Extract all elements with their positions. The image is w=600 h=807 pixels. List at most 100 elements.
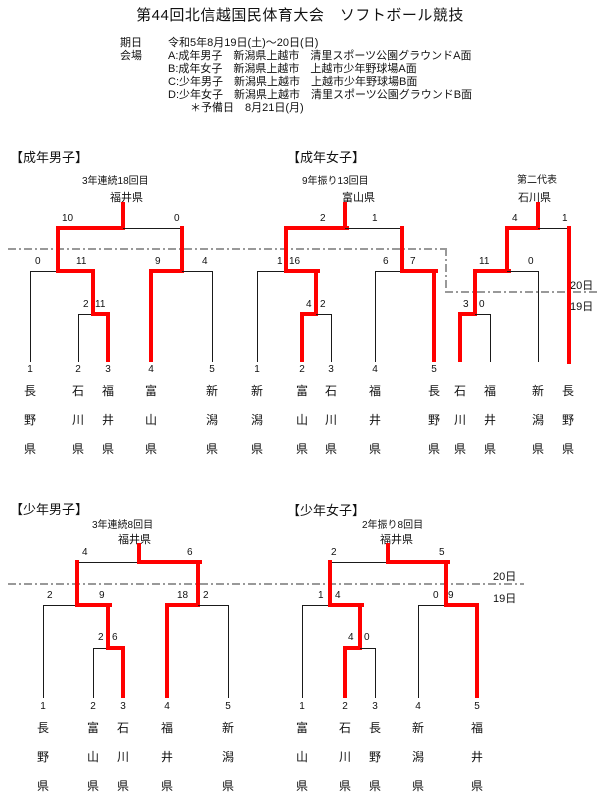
team-seed: 5 bbox=[431, 364, 437, 375]
team-name: 石川県 bbox=[116, 721, 129, 793]
winner-line bbox=[165, 603, 169, 698]
team-seed: 3 bbox=[105, 364, 111, 375]
winner-line bbox=[106, 312, 110, 362]
team-seed: 1 bbox=[254, 364, 260, 375]
champion-note: 3年連続8回目 bbox=[92, 520, 154, 531]
team-label: 長野県 bbox=[560, 377, 576, 464]
page-title: 第44回北信越国民体育大会 ソフトボール競技 bbox=[136, 7, 464, 24]
connector-line bbox=[198, 605, 228, 606]
winner-line bbox=[314, 269, 318, 316]
winner-line bbox=[343, 202, 347, 230]
winner-line bbox=[444, 603, 479, 607]
winner-line bbox=[137, 543, 141, 564]
match-score: 4 bbox=[335, 590, 341, 601]
team-seed: 1 bbox=[40, 701, 46, 712]
team-name: 福井県 bbox=[368, 384, 381, 456]
team-seed: 4 bbox=[164, 701, 170, 712]
day-separator-line bbox=[8, 248, 446, 250]
winner-line bbox=[149, 269, 153, 362]
bracket-title: 【成年男子】 bbox=[10, 150, 89, 165]
team-label: 1 新潟県 bbox=[249, 363, 265, 464]
team-column-line bbox=[30, 271, 31, 362]
team-seed: 3 bbox=[328, 364, 334, 375]
venue-line: D:少年女子 新潟県上越市 清里スポーツ公園グラウンドB面 bbox=[168, 89, 473, 101]
winner-line bbox=[300, 312, 304, 362]
match-score: 11 bbox=[76, 256, 87, 267]
winner-line bbox=[432, 269, 436, 362]
team-name: 新潟県 bbox=[250, 384, 263, 456]
team-column-line bbox=[331, 314, 332, 362]
match-score: 0 bbox=[364, 632, 370, 643]
team-seed: 4 bbox=[415, 701, 421, 712]
connector-line bbox=[375, 271, 402, 272]
match-score: 0 bbox=[174, 213, 180, 224]
team-seed: 2 bbox=[90, 701, 96, 712]
bracket-title: 【少年男子】 bbox=[10, 502, 89, 517]
connector-line bbox=[257, 271, 286, 272]
match-score: 1 bbox=[372, 213, 378, 224]
match-score: 2 bbox=[320, 299, 326, 310]
team-label: 4 新潟県 bbox=[410, 700, 426, 801]
team-label: 5 長野県 bbox=[426, 363, 442, 464]
connector-line bbox=[507, 271, 538, 272]
winner-line bbox=[328, 560, 332, 607]
match-score: 4 bbox=[512, 213, 518, 224]
team-name: 長野県 bbox=[36, 721, 49, 793]
team-name: 新潟県 bbox=[221, 721, 234, 793]
connector-line bbox=[330, 562, 388, 563]
team-name: 福井県 bbox=[483, 384, 496, 456]
match-score: 1 bbox=[562, 213, 568, 224]
venue-line: B:成年女子 新潟県上越市 上越市少年野球場A面 bbox=[168, 63, 417, 75]
winner-line bbox=[458, 312, 477, 316]
team-column-line bbox=[228, 605, 229, 698]
team-label: 1 長野県 bbox=[35, 700, 51, 801]
team-name: 富山県 bbox=[144, 384, 157, 456]
team-name: 富山県 bbox=[86, 721, 99, 793]
match-score: 10 bbox=[62, 213, 74, 224]
winner-line bbox=[75, 603, 112, 607]
connector-line bbox=[360, 648, 375, 649]
winner-line bbox=[284, 226, 349, 230]
team-seed: 3 bbox=[120, 701, 126, 712]
team-column-line bbox=[78, 314, 79, 362]
connector-line bbox=[302, 605, 330, 606]
winner-line bbox=[56, 226, 125, 230]
team-name: 新潟県 bbox=[411, 721, 424, 793]
team-name: 石川県 bbox=[338, 721, 351, 793]
team-name: 長野県 bbox=[427, 384, 440, 456]
team-column-line bbox=[212, 271, 213, 362]
match-score: 6 bbox=[383, 256, 389, 267]
champion-note: 3年連続18回目 bbox=[82, 176, 149, 187]
bracket-title: 【少年女子】 bbox=[287, 503, 366, 518]
winner-line bbox=[343, 646, 347, 698]
day-label-19: 19日 bbox=[493, 593, 517, 605]
team-column-line bbox=[375, 271, 376, 362]
connector-line bbox=[316, 314, 331, 315]
match-score: 4 bbox=[202, 256, 208, 267]
team-column-line bbox=[538, 271, 539, 362]
team-column-line bbox=[43, 605, 44, 698]
connector-line bbox=[418, 605, 446, 606]
winner-line bbox=[386, 560, 450, 564]
match-score: 9 bbox=[448, 590, 454, 601]
winner-line bbox=[400, 269, 438, 273]
venue-line: A:成年男子 新潟県上越市 清里スポーツ公園グラウンドA面 bbox=[168, 50, 472, 62]
team-column-line bbox=[418, 605, 419, 698]
connector-line bbox=[345, 228, 402, 229]
team-name: 福井県 bbox=[470, 721, 483, 793]
winner-line bbox=[91, 312, 110, 316]
winner-line bbox=[567, 226, 571, 364]
match-score: 4 bbox=[306, 299, 312, 310]
connector-line bbox=[78, 314, 93, 315]
match-score: 3 bbox=[463, 299, 469, 310]
match-score: 18 bbox=[177, 590, 189, 601]
match-score: 4 bbox=[82, 547, 88, 558]
winner-line bbox=[400, 226, 404, 273]
winner-line bbox=[284, 226, 288, 273]
winner-line bbox=[475, 603, 479, 698]
